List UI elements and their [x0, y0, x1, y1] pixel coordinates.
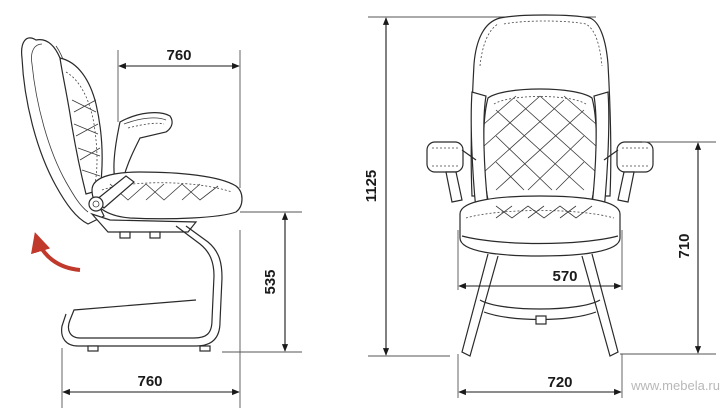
dim-label-side-depth-top: 760: [166, 47, 191, 64]
front-view-chair: [426, 14, 654, 357]
dimension-seat-width: 570: [457, 230, 623, 290]
dim-label-seat-height: 535: [262, 269, 279, 294]
dim-label-armrest-height: 710: [676, 233, 693, 258]
dimension-seat-height: 535: [222, 211, 302, 353]
dim-label-base-width: 720: [547, 374, 572, 391]
left-armrest: [426, 141, 477, 203]
dimension-armrest-height: 710: [620, 141, 716, 355]
dimension-base-width: 720: [457, 354, 623, 398]
right-armrest: [603, 141, 654, 203]
watermark-text: www.mebela.ru: [630, 378, 720, 393]
dim-label-seat-width: 570: [552, 268, 577, 285]
recline-rotation-arrow: [31, 232, 81, 272]
dimension-side-depth-top: 760: [117, 47, 241, 188]
side-view-chair: [21, 37, 243, 352]
dim-label-total-height: 1125: [363, 170, 380, 203]
dim-label-side-depth-bottom: 760: [137, 373, 162, 390]
dimension-side-depth-bottom: 760: [61, 230, 241, 408]
